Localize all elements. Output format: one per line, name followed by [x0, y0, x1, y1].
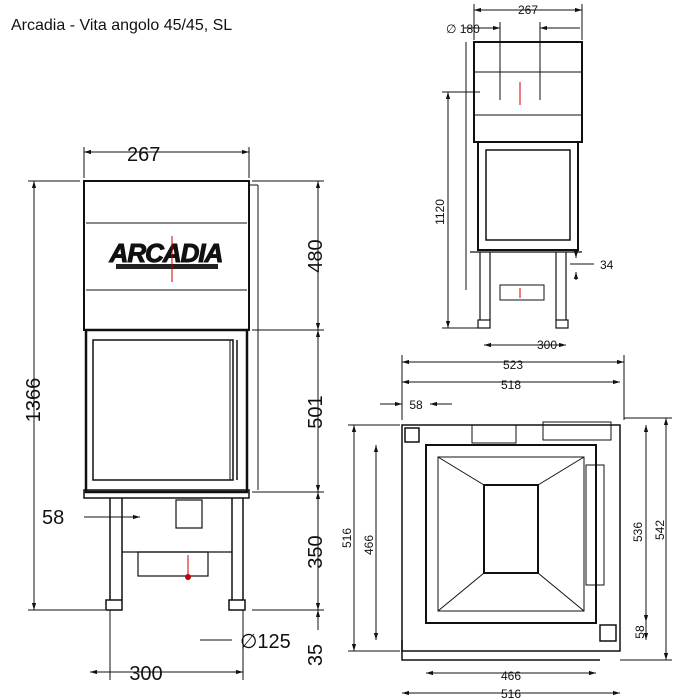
arcadia-logo: ARCADIA	[108, 238, 224, 269]
front-view: ARCADIA	[83, 180, 259, 611]
dim-side-gap: 34	[600, 258, 614, 272]
side-view	[465, 41, 583, 329]
dim-side-flue-diameter: ∅ 180	[446, 22, 480, 36]
dim-front-left-offset: 58	[42, 507, 64, 529]
dim-plan-left-outer: 516	[340, 528, 354, 548]
dim-plan-outer-width: 523	[503, 358, 523, 372]
dim-front-foot-height: 35	[305, 644, 327, 666]
dim-front-top-width: 267	[127, 144, 160, 166]
dim-plan-bottom-outer: 516	[501, 687, 521, 700]
dim-plan-left-inner: 466	[362, 535, 376, 555]
dim-plan-inner-width: 518	[501, 378, 521, 392]
plan-dimension-lines	[348, 355, 672, 696]
dim-front-upper-height: 480	[305, 239, 327, 272]
dim-front-lower-height: 350	[305, 535, 327, 568]
front-dimension-lines	[28, 147, 324, 680]
dim-front-flue-diameter: ∅125	[240, 631, 291, 653]
front-dimension-labels: 267 1366 480 501 350 35 58 ∅125 300	[23, 144, 327, 685]
dim-side-base-width: 300	[537, 338, 557, 352]
dim-side-height: 1120	[433, 199, 447, 225]
side-dimension-labels: ∅ 180 267 1120 34 300	[433, 3, 614, 352]
page-title: Arcadia - Vita angolo 45/45, SL	[11, 17, 233, 34]
glass-door	[92, 339, 234, 481]
dim-front-total-height: 1366	[23, 378, 45, 423]
dim-plan-right-offset: 58	[633, 625, 647, 639]
side-dimension-lines	[442, 4, 594, 348]
dim-front-door-height: 501	[305, 395, 327, 428]
dim-front-base-width: 300	[129, 663, 162, 685]
dim-plan-right-inner: 536	[631, 522, 645, 542]
dim-plan-right-outer: 542	[653, 520, 667, 540]
dim-plan-top-offset: 58	[409, 398, 423, 412]
plan-view	[401, 421, 621, 661]
dim-side-top-width: 267	[518, 3, 538, 17]
firebox-frame	[84, 328, 249, 494]
plan-dimension-labels: 523 518 58 516 466 536 542 58 466 516	[340, 358, 667, 700]
dim-plan-bottom-inner: 466	[501, 669, 521, 683]
svg-text:ARCADIA: ARCADIA	[109, 238, 223, 268]
